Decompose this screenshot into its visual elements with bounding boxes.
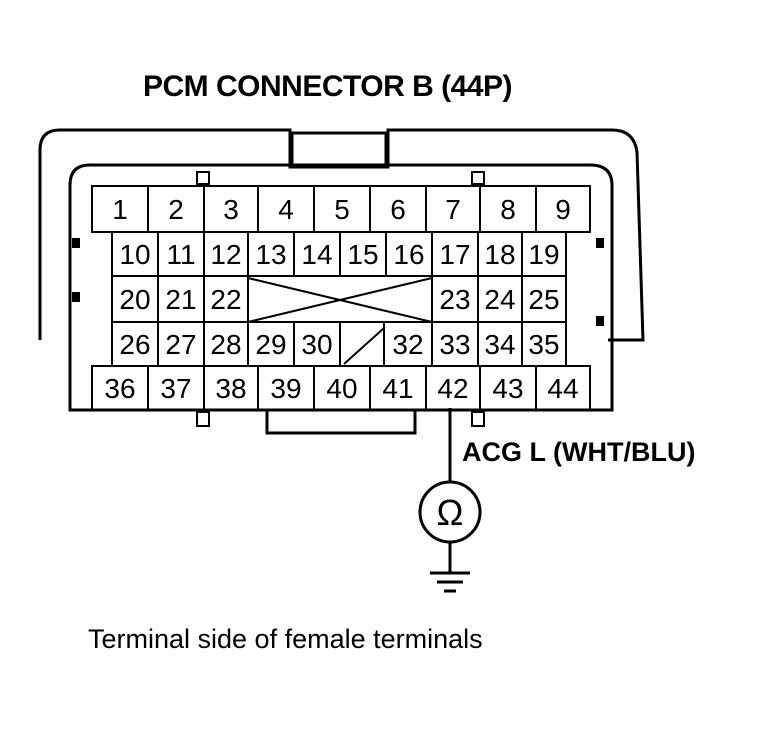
terminal-35-label: 35 <box>528 329 559 360</box>
terminal-37-label: 37 <box>160 373 191 404</box>
terminal-29-label: 29 <box>255 329 286 360</box>
bottom-latch <box>265 410 417 435</box>
wire-label: ACG L (WHT/BLU) <box>462 437 696 467</box>
bottom-tab-left <box>196 411 210 427</box>
terminal-11-label: 11 <box>166 239 195 270</box>
ohmmeter-symbol: Ω <box>437 492 464 533</box>
terminal-cell <box>535 365 591 411</box>
terminal-5-label: 5 <box>334 194 350 225</box>
side-key-left-2 <box>72 292 80 302</box>
terminal-32-label: 32 <box>392 329 423 360</box>
terminal-2-label: 2 <box>168 194 184 225</box>
terminal-23-label: 23 <box>439 284 470 315</box>
terminal-20-label: 20 <box>119 284 150 315</box>
terminal-27-label: 27 <box>165 329 196 360</box>
terminal-22-label: 22 <box>210 284 241 315</box>
bottom-tab-right <box>471 411 485 427</box>
terminal-33-label: 33 <box>439 329 470 360</box>
diagram-caption: Terminal side of female terminals <box>88 624 483 654</box>
terminal-34-label: 34 <box>484 329 515 360</box>
terminal-21-label: 21 <box>165 284 196 315</box>
terminal-18-label: 18 <box>484 239 515 270</box>
terminal-1-label: 1 <box>112 194 128 225</box>
side-key-left-1 <box>72 238 80 248</box>
terminal-14-label: 14 <box>301 239 332 270</box>
diagram-title: PCM CONNECTOR B (44P) <box>143 70 512 103</box>
terminal-25-label: 25 <box>528 284 559 315</box>
terminal-39-label: 39 <box>270 373 301 404</box>
terminal-24-label: 24 <box>484 284 515 315</box>
terminal-6-label: 6 <box>390 194 406 225</box>
terminal-16-label: 16 <box>393 239 424 270</box>
connector-housing <box>68 163 614 412</box>
terminal-36-label: 36 <box>104 373 135 404</box>
terminal-7-label: 7 <box>445 194 461 225</box>
top-latch <box>290 131 388 169</box>
terminal-40-label: 40 <box>326 373 357 404</box>
terminal-13-label: 13 <box>255 239 286 270</box>
blank-cavity-x <box>247 277 433 323</box>
side-key-right-1 <box>596 238 604 248</box>
terminal-17-label: 17 <box>439 239 470 270</box>
terminal-28-label: 28 <box>210 329 241 360</box>
terminal-10-label: 10 <box>119 239 150 270</box>
blank-cavity <box>339 321 385 367</box>
terminal-43-label: 43 <box>492 373 523 404</box>
terminal-41-label: 41 <box>382 373 413 404</box>
blank-cavity-31 <box>343 327 385 365</box>
terminal-9-label: 9 <box>555 194 571 225</box>
side-key-right-2 <box>596 316 604 326</box>
top-tab-left <box>196 171 210 185</box>
terminal-38-label: 38 <box>215 373 246 404</box>
terminal-19-label: 19 <box>528 239 559 270</box>
ground-icon <box>430 571 470 593</box>
terminal-42-label: 42 <box>437 373 468 404</box>
terminal-26-label: 26 <box>119 329 150 360</box>
connector-shell <box>38 128 645 342</box>
terminal-8-label: 8 <box>500 194 516 225</box>
terminal-4-label: 4 <box>278 194 294 225</box>
terminal-30-label: 30 <box>301 329 332 360</box>
terminal-12-label: 12 <box>210 239 241 270</box>
terminal-15-label: 15 <box>347 239 378 270</box>
top-tab-right <box>471 171 485 185</box>
terminal-3-label: 3 <box>223 194 239 225</box>
terminal-44-label: 44 <box>547 373 578 404</box>
